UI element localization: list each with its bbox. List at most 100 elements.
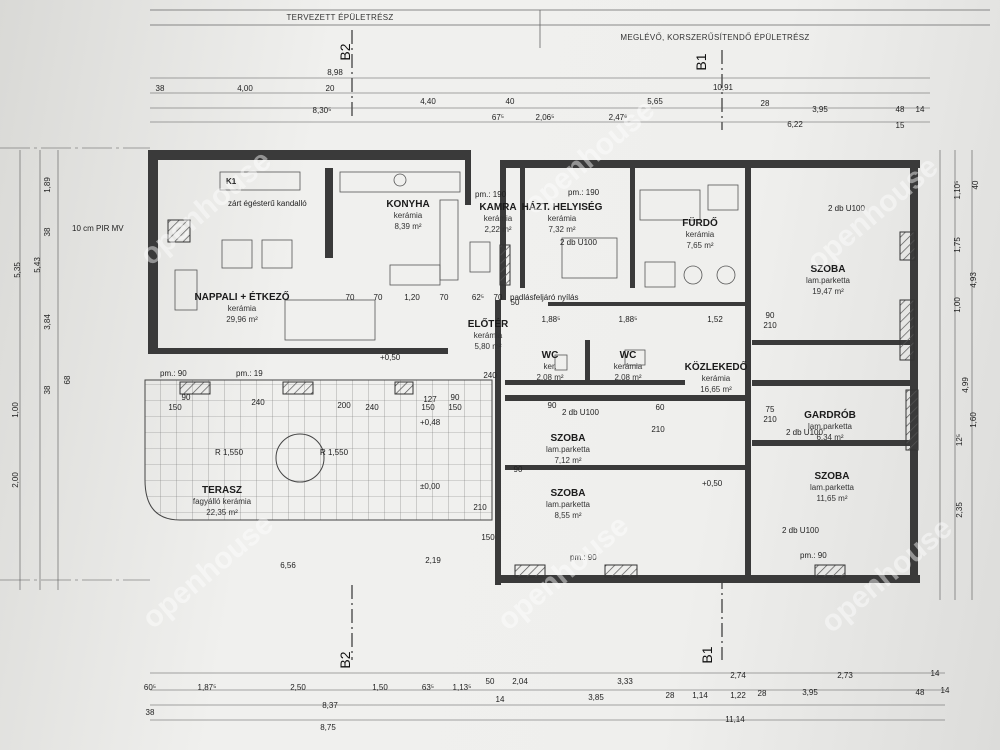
dimension-label-top-r2: 4,40 xyxy=(420,97,436,106)
dimension-label-inner: 240 xyxy=(251,398,265,407)
note-du-1: 2 db U100 xyxy=(828,204,865,213)
header-right-text: MEGLÉVŐ, KORSZERŰSÍTENDŐ ÉPÜLETRÉSZ xyxy=(620,33,809,42)
dimension-label-inner: 1,52 xyxy=(707,315,723,324)
dimension-label-inner: 60 xyxy=(656,403,665,412)
room-area-wc-1: 2,08 m² xyxy=(536,373,563,382)
note-pm-4: pm.: 19 xyxy=(236,369,263,378)
dimension-label-top-r1: 8,98 xyxy=(327,68,343,77)
section-b1-top: B1 xyxy=(693,53,709,70)
note-du-5: 2 db U100 xyxy=(782,526,819,535)
dimension-label-inner: 70 xyxy=(440,293,449,302)
note-pm-2: pm.: 190 xyxy=(568,188,600,197)
dimension-label-top-r2: 3,95 xyxy=(812,105,828,114)
room-finish-wc-2: kerámia xyxy=(614,362,643,371)
dimension-label-bot-r2: 14 xyxy=(941,686,950,695)
section-b1-bottom: B1 xyxy=(699,646,715,663)
note-attic: padlásfeljáró nyílás xyxy=(510,293,578,302)
dimension-label-inner: 62⁵ xyxy=(472,293,484,302)
dimension-label-bot-r1: 1,87⁵ xyxy=(198,683,217,692)
dimension-label-right: 12⁵ xyxy=(955,434,964,446)
note-pm-6: pm.: 90 xyxy=(800,551,827,560)
room-finish-terasz: fagyálló kerámia xyxy=(193,497,252,506)
room-name-nappali: NAPPALI + ÉTKEZŐ xyxy=(194,290,289,303)
room-name-hazt: HÁZT. HELYISÉG xyxy=(522,200,603,213)
room-name-wc-2: WC xyxy=(620,350,637,361)
dimension-label-inner: 150 xyxy=(448,403,462,412)
dimension-label-bot-r2: 1,22 xyxy=(730,691,746,700)
dimension-label-top-r2: 20 xyxy=(326,84,335,93)
dimension-label-top-r2: 40 xyxy=(506,97,515,106)
room-name-eloter: ELŐTÉR xyxy=(468,317,509,330)
room-finish-eloter: kerámia xyxy=(474,331,503,340)
dimension-label-inner: 210 xyxy=(651,425,665,434)
room-name-kamra: KAMRA xyxy=(479,202,516,213)
dimension-label-left: 38 xyxy=(43,385,52,394)
dimension-label-mid: 6,56 xyxy=(280,561,296,570)
dimension-label-bot-r2: 28 xyxy=(758,689,767,698)
dimension-label-right: 2,35 xyxy=(955,502,964,518)
header-strip: TERVEZETT ÉPÜLETRÉSZ MEGLÉVŐ, KORSZERŰSÍ… xyxy=(150,9,990,48)
dimension-label-bot-r1: 2,74 xyxy=(730,671,746,680)
watermark-2: openhouse xyxy=(801,150,945,278)
dimension-label-inner: 1,88⁵ xyxy=(542,315,561,324)
note-pm-5: pm.: 90 xyxy=(570,553,597,562)
room-finish-furdo: kerámia xyxy=(686,230,715,239)
dimension-label-inner: 75 xyxy=(766,405,775,414)
dimension-label-top-r2: 4,00 xyxy=(237,84,253,93)
dimension-label-bot-r1: 1,13⁵ xyxy=(453,683,472,692)
room-area-szoba-2: 7,12 m² xyxy=(554,456,581,465)
room-finish-szoba-4: lam.parketta xyxy=(810,483,855,492)
dimension-label-inner: 200 xyxy=(337,401,351,410)
room-area-furdo: 7,65 m² xyxy=(686,241,713,250)
dimension-label-inner: 150 xyxy=(481,533,495,542)
dimension-label-inner: 150 xyxy=(421,403,435,412)
dimension-label-inner: 150 xyxy=(168,403,182,412)
dimension-label-inner: 90 xyxy=(451,393,460,402)
dimension-label-top-r2: 48 xyxy=(896,105,905,114)
dimension-lines xyxy=(0,77,973,721)
note-pm-1: pm.: 190 xyxy=(475,190,507,199)
room-finish-szoba-3: lam.parketta xyxy=(546,500,591,509)
section-b2-top: B2 xyxy=(337,43,353,60)
note-level-1: +0,50 xyxy=(380,353,401,362)
room-name-szoba-2: SZOBA xyxy=(551,433,586,444)
room-name-szoba-1: SZOBA xyxy=(811,264,846,275)
room-finish-hazt: kerámia xyxy=(548,214,577,223)
room-area-konyha: 8,39 m² xyxy=(394,222,421,231)
dimension-label-inner: 210 xyxy=(763,415,777,424)
section-markers: B2 B1 B2 B1 xyxy=(337,30,723,669)
furniture xyxy=(174,171,739,371)
note-radius-2: R 1,550 xyxy=(320,448,349,457)
room-area-szoba-3: 8,55 m² xyxy=(554,511,581,520)
dimension-label-bot-r1: 60⁵ xyxy=(144,683,156,692)
dimension-label-inner: 1,88⁵ xyxy=(619,315,638,324)
dimension-label-bot-r3: 11,14 xyxy=(725,715,745,724)
dimension-label-inner: 90 xyxy=(548,401,557,410)
room-name-terasz: TERASZ xyxy=(202,485,242,496)
note-fireplace: zárt égésterű kandalló xyxy=(228,199,307,208)
dimension-label-inner: 90 xyxy=(766,311,775,320)
dimension-label-inner: 1,20 xyxy=(404,293,420,302)
dimension-label-right: 1,60 xyxy=(969,412,978,428)
room-area-kozlekedo: 16,65 m² xyxy=(700,385,732,394)
dimension-label-bot-r1: 63⁵ xyxy=(422,683,434,692)
room-finish-wc-1: ker. xyxy=(544,362,557,371)
watermark-3: openhouse xyxy=(136,507,280,635)
room-name-konyha: KONYHA xyxy=(386,199,429,210)
room-name-szoba-4: SZOBA xyxy=(815,471,850,482)
dimension-label-right: 40 xyxy=(971,180,980,189)
dimension-label-right: 4,93 xyxy=(969,272,978,288)
dimension-label-bot-r2: 38 xyxy=(146,708,155,717)
dimension-label-bot-r1: 2,50 xyxy=(290,683,306,692)
room-finish-kozlekedo: kerámia xyxy=(702,374,731,383)
note-level-2: +0,48 xyxy=(420,418,441,427)
room-area-kamra: 2,22 m² xyxy=(484,225,511,234)
dimension-label-inner: 70 xyxy=(346,293,355,302)
note-du-4: 2 db U100 xyxy=(786,428,823,437)
dimension-label-right: 1,00 xyxy=(953,297,962,313)
room-name-gardrob: GARDRÓB xyxy=(804,408,856,421)
dimension-label-top-r3: 2,47⁶ xyxy=(609,113,628,122)
dimension-label-inner: 50 xyxy=(511,298,520,307)
dimension-label-right: 1,75 xyxy=(953,237,962,253)
